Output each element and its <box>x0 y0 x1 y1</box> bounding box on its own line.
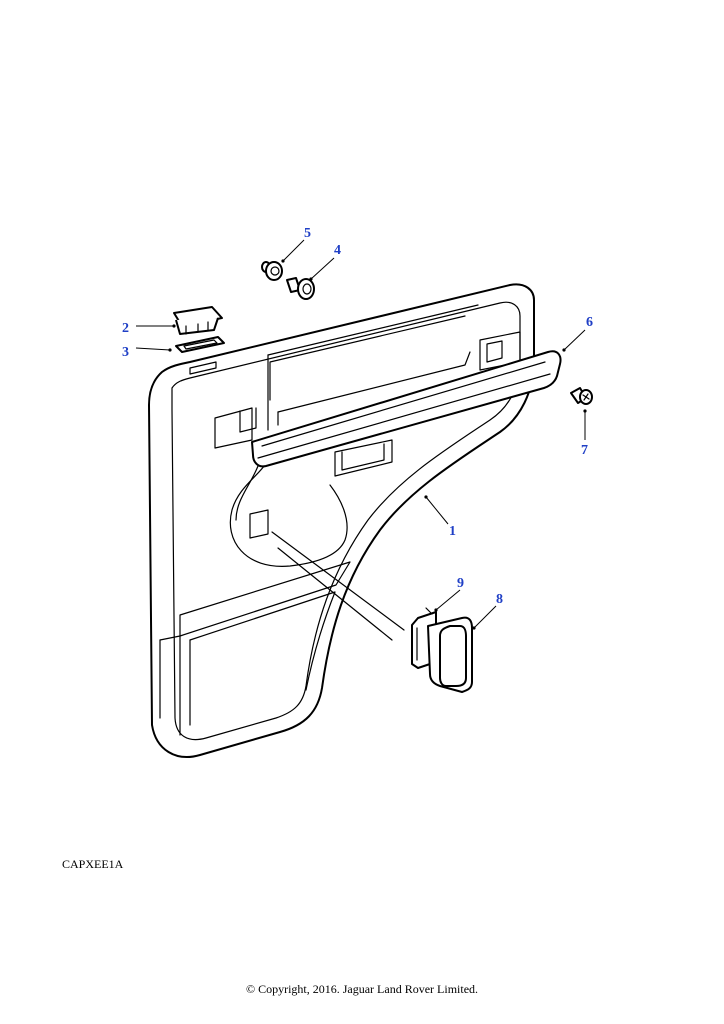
copyright-notice: © Copyright, 2016. Jaguar Land Rover Lim… <box>245 982 479 996</box>
callout-3: 3 <box>122 345 129 360</box>
callout-1: 1 <box>449 524 456 539</box>
callout-9: 9 <box>457 576 464 591</box>
handle-bezel-part <box>427 616 473 693</box>
exploded-view-lines <box>271 531 405 641</box>
grab-handle <box>251 350 562 468</box>
callout-8: 8 <box>496 592 503 607</box>
callout-2: 2 <box>122 321 129 336</box>
reference-code: CAPXEE1A <box>62 857 124 871</box>
screw-cap <box>261 261 283 281</box>
fastener-clip <box>286 277 315 300</box>
callout-6: 6 <box>586 315 593 330</box>
leader-lines <box>135 239 587 630</box>
door-trim-panel <box>148 283 535 758</box>
bezel-part <box>175 336 225 353</box>
switch-part <box>173 306 223 335</box>
callout-7: 7 <box>581 443 588 458</box>
callout-labels: 1 2 3 4 5 6 7 8 9 <box>122 226 593 607</box>
screw-part <box>570 387 593 405</box>
callout-5: 5 <box>304 226 311 241</box>
callout-4: 4 <box>334 243 341 258</box>
